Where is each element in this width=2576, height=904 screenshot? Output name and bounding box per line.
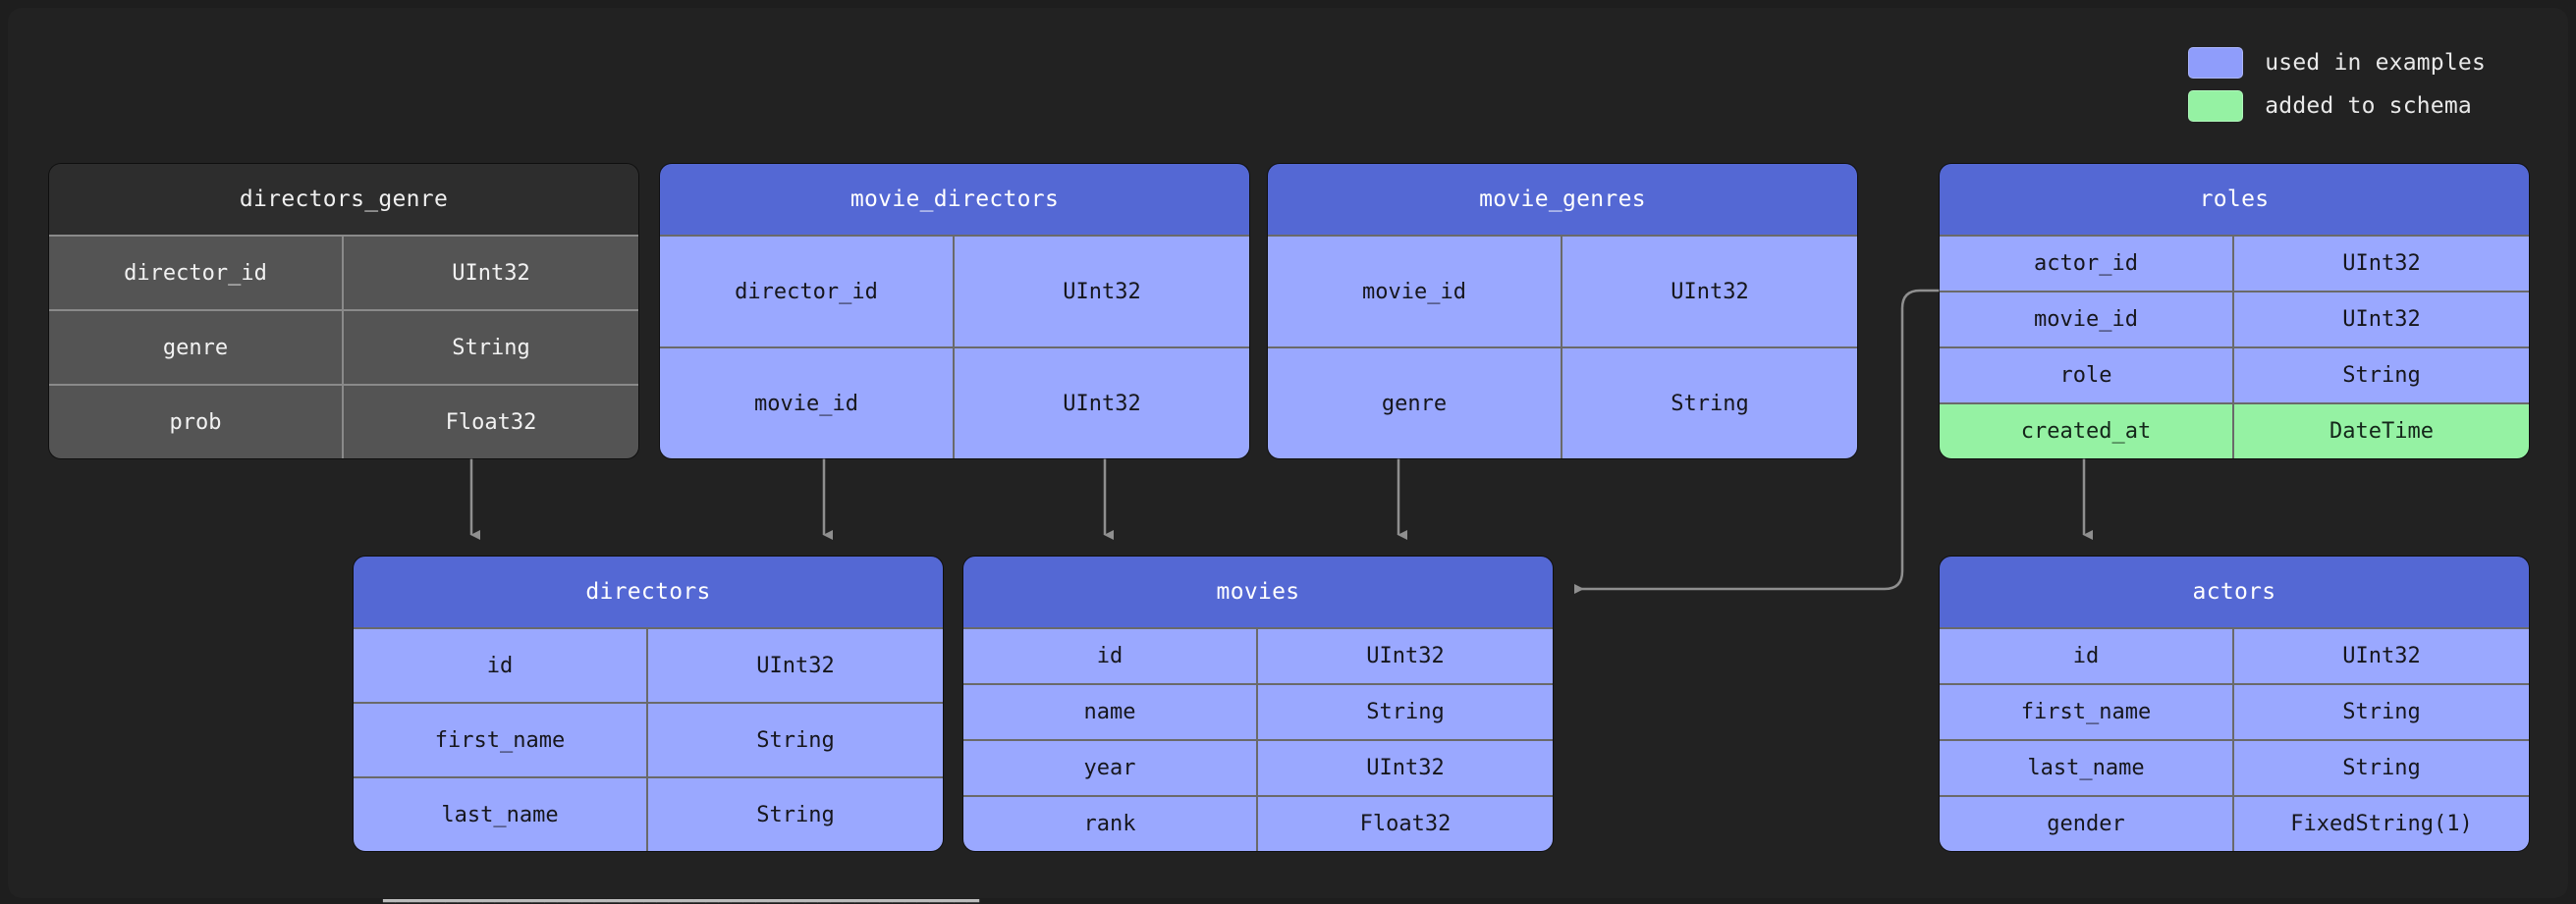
table-row[interactable]: movie_id UInt32 <box>1940 291 2529 346</box>
table-title: movies <box>963 557 1553 627</box>
table-row[interactable]: genre String <box>49 309 638 384</box>
clipped-bottom-text: ▁▁▁▁▁▁▁▁▁▁▁▁▁▁▁▁▁▁▁▁▁▁▁▁▁▁▁▁▁▁▁▁▁▁▁▁▁▁▁▁… <box>0 899 2576 904</box>
column-type-cell: Float32 <box>1359 812 1452 836</box>
table-row[interactable]: role String <box>1940 346 2529 402</box>
column-name-cell: genre <box>49 311 344 384</box>
column-name-cell: first_name <box>354 704 648 776</box>
column-name-cell: movie_id <box>660 348 955 458</box>
table-title: movie_directors <box>660 164 1249 235</box>
column-name-cell: created_at <box>1940 404 2234 458</box>
column-name-cell: prob <box>49 386 344 458</box>
column-type-cell: String <box>2342 363 2421 388</box>
column-type-cell: String <box>1366 700 1445 724</box>
table-row[interactable]: movie_id UInt32 <box>660 346 1249 458</box>
table-row[interactable]: id UInt32 <box>1940 627 2529 683</box>
column-type-cell: FixedString(1) <box>2290 812 2473 836</box>
column-type-cell: String <box>756 727 835 753</box>
column-name-cell: last_name <box>354 778 648 851</box>
column-type-cell: DateTime <box>2329 419 2434 444</box>
table-row[interactable]: genre String <box>1268 346 1857 458</box>
table-row[interactable]: rank Float32 <box>963 795 1553 851</box>
column-name-cell: director_id <box>49 237 344 309</box>
legend: used in examples added to schema <box>2188 41 2486 128</box>
clipped-bottom-text-line: ▁▁▁▁▁▁▁▁▁▁▁▁▁▁▁▁▁▁▁▁▁▁▁▁▁▁▁▁▁▁▁▁▁▁▁▁▁▁▁▁… <box>383 899 979 902</box>
table-row[interactable]: prob Float32 <box>49 384 638 458</box>
table-row[interactable]: created_at DateTime <box>1940 402 2529 458</box>
legend-item: added to schema <box>2188 84 2486 128</box>
column-name-cell: year <box>963 741 1258 795</box>
table-row[interactable]: first_name String <box>1940 683 2529 739</box>
table-row[interactable]: director_id UInt32 <box>49 235 638 309</box>
column-type-cell: UInt32 <box>2342 644 2421 668</box>
column-name-cell: id <box>963 629 1258 683</box>
column-type-cell: String <box>1671 391 1749 416</box>
column-name-cell: movie_id <box>1940 292 2234 346</box>
table-row[interactable]: id UInt32 <box>354 627 943 702</box>
column-name-cell: role <box>1940 348 2234 402</box>
column-name-cell: first_name <box>1940 685 2234 739</box>
table-title: movie_genres <box>1268 164 1857 235</box>
column-type-cell: Float32 <box>445 409 537 435</box>
table-row[interactable]: year UInt32 <box>963 739 1553 795</box>
column-type-cell: UInt32 <box>1366 644 1445 668</box>
column-name-cell: rank <box>963 797 1258 851</box>
column-name-cell: gender <box>1940 797 2234 851</box>
column-name-cell: id <box>354 629 648 702</box>
table-row[interactable]: id UInt32 <box>963 627 1553 683</box>
column-type-cell: String <box>756 802 835 827</box>
table-row[interactable]: actor_id UInt32 <box>1940 235 2529 291</box>
table-title: directors_genre <box>49 164 638 235</box>
legend-swatch-icon <box>2188 47 2244 79</box>
column-type-cell: UInt32 <box>1063 391 1141 416</box>
column-type-cell: UInt32 <box>1366 756 1445 780</box>
column-type-cell: UInt32 <box>756 653 835 678</box>
table-row[interactable]: director_id UInt32 <box>660 235 1249 346</box>
column-type-cell: String <box>2342 700 2421 724</box>
column-type-cell: UInt32 <box>1063 279 1141 304</box>
column-name-cell: last_name <box>1940 741 2234 795</box>
column-name-cell: name <box>963 685 1258 739</box>
table-row[interactable]: gender FixedString(1) <box>1940 795 2529 851</box>
legend-label: added to schema <box>2265 93 2472 119</box>
table-row[interactable]: movie_id UInt32 <box>1268 235 1857 346</box>
table-title: actors <box>1940 557 2529 627</box>
column-type-cell: UInt32 <box>1671 279 1749 304</box>
column-name-cell: id <box>1940 629 2234 683</box>
column-name-cell: actor_id <box>1940 237 2234 291</box>
column-type-cell: UInt32 <box>2342 307 2421 332</box>
column-name-cell: director_id <box>660 237 955 346</box>
legend-swatch-icon <box>2188 90 2244 122</box>
column-name-cell: movie_id <box>1268 237 1562 346</box>
column-type-cell: String <box>2342 756 2421 780</box>
table-row[interactable]: last_name String <box>1940 739 2529 795</box>
table-row[interactable]: first_name String <box>354 702 943 776</box>
table-title: roles <box>1940 164 2529 235</box>
table-title: directors <box>354 557 943 627</box>
column-name-cell: genre <box>1268 348 1562 458</box>
legend-item: used in examples <box>2188 41 2486 84</box>
table-row[interactable]: last_name String <box>354 776 943 851</box>
column-type-cell: String <box>452 335 530 360</box>
column-type-cell: UInt32 <box>452 260 530 286</box>
column-type-cell: UInt32 <box>2342 251 2421 276</box>
legend-label: used in examples <box>2265 50 2486 76</box>
table-row[interactable]: name String <box>963 683 1553 739</box>
